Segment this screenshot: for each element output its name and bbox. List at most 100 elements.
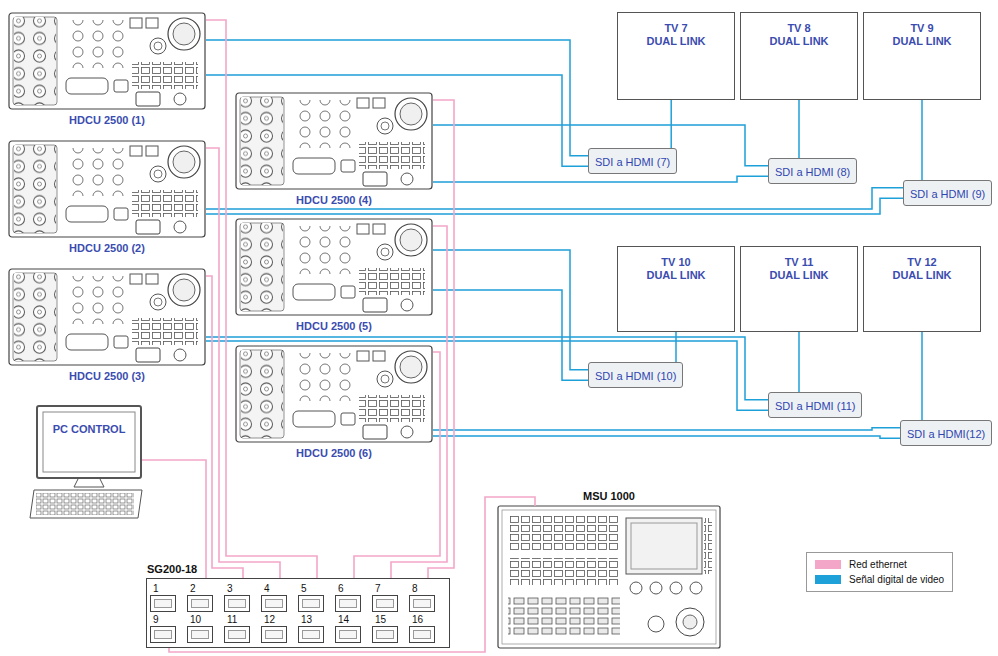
port-number: 11: [227, 614, 237, 626]
device-label: HDCU 2500 (2): [0, 242, 216, 255]
tv-monitor: TV 11DUAL LINK: [740, 246, 858, 332]
video-cable: [206, 75, 588, 166]
device-label: HDCU 2500 (5): [225, 320, 443, 333]
port-number: 3: [227, 583, 233, 595]
port-number: 8: [412, 583, 418, 595]
hdcu-unit: [236, 346, 432, 442]
msu-panel: [498, 506, 720, 648]
master-setup-unit: MSU 1000: [498, 506, 720, 648]
camera-control-unit: HDCU 2500 (2): [8, 140, 206, 238]
hdcu-unit: [236, 93, 432, 189]
switch-port: 2: [187, 595, 213, 612]
port-number: 10: [190, 614, 201, 626]
ethernet-cable: [206, 148, 280, 595]
ethernet-cable: [206, 20, 317, 595]
switch-port: 8: [409, 595, 435, 612]
port-number: 7: [375, 583, 381, 595]
switch-port: 15: [372, 626, 398, 643]
video-cable: [433, 428, 900, 430]
video-cable: [798, 100, 800, 158]
ethernet-cable: [391, 226, 447, 595]
switch-port: 16: [409, 626, 435, 643]
video-cable: [206, 188, 903, 209]
video-cable: [921, 100, 923, 180]
pc-label: PC CONTROL: [53, 423, 126, 435]
port-number: 2: [190, 583, 196, 595]
ethernet-cable: [169, 497, 535, 652]
video-cable: [433, 290, 588, 380]
switch-port: 9: [150, 626, 176, 643]
converter-label: SDI a HDMI (7): [595, 156, 670, 168]
port-number: 13: [301, 614, 312, 626]
port-number: 12: [264, 614, 275, 626]
ethernet-cable: [206, 276, 243, 595]
monitor-label: DUAL LINK: [618, 269, 734, 282]
video-cable: [433, 176, 768, 182]
network-switch: SG200-1812345678910111213141516: [146, 578, 450, 648]
video-cable: [675, 332, 677, 362]
hdcu-unit: [9, 141, 205, 237]
converter-label: SDI a HDMI(12): [907, 428, 985, 440]
sdi-hdmi-converter: SDI a HDMI (11): [768, 392, 862, 418]
camera-control-unit: HDCU 2500 (4): [235, 92, 433, 190]
monitor-label: TV 7: [618, 22, 734, 35]
legend-swatch: [815, 560, 841, 569]
video-cable: [433, 436, 900, 438]
monitor-label: DUAL LINK: [618, 35, 734, 48]
legend: Red ethernetSeñal digital de video: [806, 552, 953, 592]
port-number: 4: [264, 583, 270, 595]
switch-label: SG200-18: [147, 563, 197, 576]
monitor-label: TV 8: [741, 22, 857, 35]
ethernet-cable: [354, 352, 440, 595]
device-label: MSU 1000: [498, 490, 720, 503]
switch-port: 3: [224, 595, 250, 612]
hdcu-unit: [9, 13, 205, 109]
video-cable: [798, 332, 800, 392]
switch-port: 6: [335, 595, 361, 612]
monitor-label: DUAL LINK: [864, 35, 980, 48]
video-cable: [206, 337, 768, 400]
sdi-hdmi-converter: SDI a HDMI (8): [768, 158, 857, 184]
switch-port: 7: [372, 595, 398, 612]
port-number: 14: [338, 614, 349, 626]
ethernet-cable: [142, 460, 206, 595]
converter-label: SDI a HDMI (10): [595, 370, 676, 382]
monitor-label: TV 10: [618, 256, 734, 269]
port-number: 5: [301, 583, 307, 595]
camera-control-unit: HDCU 2500 (6): [235, 345, 433, 443]
converter-label: SDI a HDMI (8): [775, 166, 850, 178]
sdi-hdmi-converter: SDI a HDMI (7): [588, 148, 677, 174]
sdi-hdmi-converter: SDI a HDMI (9): [903, 180, 992, 206]
monitor-label: TV 11: [741, 256, 857, 269]
hdcu-unit: [236, 219, 432, 315]
switch-port: 11: [224, 626, 250, 643]
switch-port: 14: [335, 626, 361, 643]
camera-control-unit: HDCU 2500 (1): [8, 12, 206, 110]
converter-label: SDI a HDMI (9): [910, 188, 985, 200]
monitor-label: TV 9: [864, 22, 980, 35]
device-label: HDCU 2500 (6): [225, 447, 443, 460]
ethernet-cable: [428, 100, 454, 595]
tv-monitor: TV 10DUAL LINK: [617, 246, 735, 332]
sdi-hdmi-converter: SDI a HDMI(12): [900, 420, 992, 446]
switch-port: 4: [261, 595, 287, 612]
port-number: 9: [153, 614, 159, 626]
camera-control-unit: HDCU 2500 (3): [8, 268, 206, 366]
legend-text: Red ethernet: [849, 559, 907, 571]
camera-control-unit: HDCU 2500 (5): [235, 218, 433, 316]
device-label: HDCU 2500 (4): [225, 194, 443, 207]
legend-swatch: [815, 575, 841, 584]
sdi-hdmi-converter: SDI a HDMI (10): [588, 362, 683, 388]
port-number: 1: [153, 583, 159, 595]
pc-illustration: [30, 412, 142, 518]
hdcu-unit: [9, 269, 205, 365]
device-label: HDCU 2500 (3): [0, 370, 216, 383]
video-cable: [206, 341, 768, 410]
monitor-label: DUAL LINK: [864, 269, 980, 282]
tv-monitor: TV 9DUAL LINK: [863, 12, 981, 100]
switch-port: 12: [261, 626, 287, 643]
video-cable: [921, 332, 923, 420]
video-cable: [433, 250, 588, 370]
monitor-label: DUAL LINK: [741, 269, 857, 282]
